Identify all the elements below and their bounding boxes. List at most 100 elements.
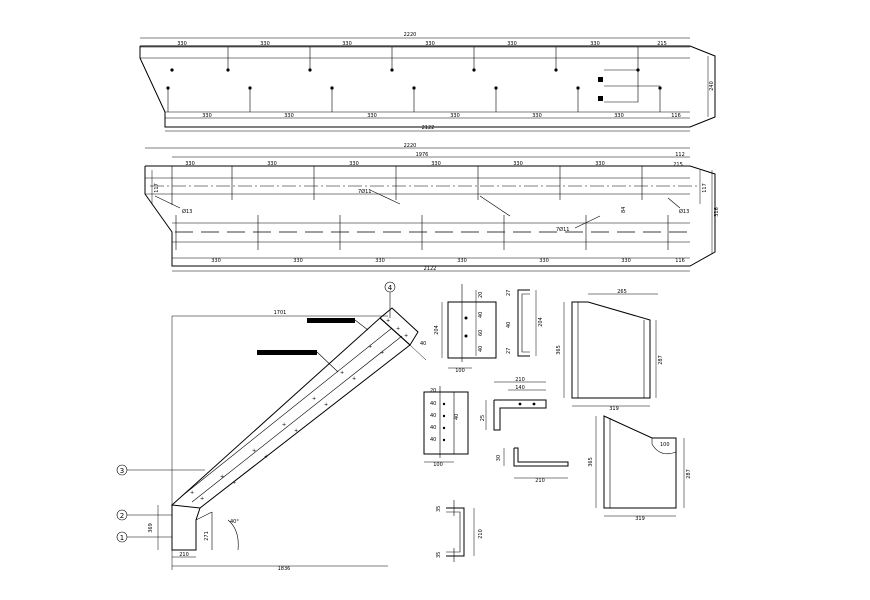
svg-text:330: 330 bbox=[185, 161, 195, 167]
svg-text:20: 20 bbox=[478, 292, 484, 298]
svg-text:3: 3 bbox=[120, 467, 124, 475]
svg-text:330: 330 bbox=[293, 258, 303, 264]
view-b-inner-dim-label: 84 bbox=[621, 207, 627, 213]
svg-text:+: + bbox=[352, 376, 356, 382]
view-a-overall-top: 2220 bbox=[404, 32, 417, 38]
detail-bracket-1: 204 100 20 40 60 40 bbox=[434, 284, 497, 374]
callout-4: 4 bbox=[384, 281, 396, 318]
plate-top: 265 bbox=[617, 289, 627, 295]
stair-top-plate bbox=[379, 307, 419, 346]
svg-text:330: 330 bbox=[202, 113, 212, 119]
svg-text:1: 1 bbox=[120, 534, 124, 542]
view-a-top-spacing: 330 bbox=[342, 41, 352, 47]
view-b-total-height: 316 bbox=[714, 207, 720, 217]
svg-text:116: 116 bbox=[671, 113, 681, 119]
svg-text:330: 330 bbox=[349, 161, 359, 167]
detail-angle-1: 210 140 25 bbox=[480, 377, 547, 431]
stair-stringer-body bbox=[170, 317, 411, 509]
callout-2: 2 bbox=[116, 509, 172, 521]
bracket-2-width: 100 bbox=[433, 462, 443, 468]
callout-1: 1 bbox=[116, 531, 172, 543]
bracket-1-width: 100 bbox=[455, 368, 465, 374]
bracket-1-height: 204 bbox=[434, 325, 440, 335]
svg-text:330: 330 bbox=[284, 113, 294, 119]
svg-text:+: + bbox=[368, 344, 372, 350]
view-a-lower-holes bbox=[166, 86, 662, 112]
angle-1-mid: 140 bbox=[515, 385, 525, 391]
view-b-lower-verticals bbox=[175, 215, 669, 250]
view-b-overall-top: 2220 bbox=[404, 143, 417, 149]
plate-left: 365 bbox=[556, 345, 562, 355]
view-b-overall-bottom: 2122 bbox=[424, 266, 437, 272]
detail-plate: 265 365 287 319 bbox=[556, 289, 664, 412]
svg-text:40: 40 bbox=[430, 401, 436, 407]
angle-2-height: 30 bbox=[496, 455, 502, 461]
detail-bracket-2: 20 40 40 40 40 40 100 bbox=[423, 386, 469, 468]
svg-text:27: 27 bbox=[506, 348, 512, 354]
angle-1-height: 25 bbox=[480, 415, 486, 421]
view-b-top-spacing-labels: 330 330 330 330 330 330 215 bbox=[185, 161, 683, 168]
view-a-top-spacing: 330 bbox=[260, 41, 270, 47]
svg-text:330: 330 bbox=[539, 258, 549, 264]
svg-text:4: 4 bbox=[388, 284, 393, 292]
svg-text:40: 40 bbox=[430, 425, 436, 431]
stair-horizontal-top: 1701 bbox=[274, 310, 287, 316]
plate-bottom: 319 bbox=[609, 406, 619, 412]
detail-angle-2: 30 210 bbox=[496, 447, 569, 484]
view-b-left-height: 117 bbox=[154, 183, 160, 193]
view-b-leaders: 7Ø11 7Ø11 Ø13 Ø13 84 bbox=[154, 188, 689, 233]
svg-text:+: + bbox=[282, 422, 286, 428]
view-b-bottom-spacing-labels: 330 330 330 330 330 330 116 bbox=[211, 258, 685, 264]
view-b-right-offset: 112 bbox=[675, 152, 685, 158]
stair-foot-line bbox=[195, 511, 213, 521]
svg-text:+: + bbox=[200, 496, 204, 502]
svg-text:+: + bbox=[190, 490, 194, 496]
detail-z-section: 35 35 210 bbox=[436, 500, 484, 562]
gusset-height: 365 bbox=[588, 457, 594, 467]
svg-text:+: + bbox=[294, 428, 298, 434]
svg-text:+: + bbox=[324, 402, 328, 408]
view-a-top-spacing: 330 bbox=[590, 41, 600, 47]
svg-text:330: 330 bbox=[532, 113, 542, 119]
view-a-bottom-spacing-labels: 330 330 330 330 330 330 116 bbox=[202, 113, 681, 119]
stair-foot-height: 271 bbox=[204, 531, 210, 541]
view-a-upper-holes bbox=[170, 47, 640, 72]
callout-3: 3 bbox=[116, 464, 205, 476]
svg-text:40: 40 bbox=[430, 437, 436, 443]
svg-text:60: 60 bbox=[478, 330, 484, 336]
gusset-bottom: 319 bbox=[635, 516, 645, 522]
svg-text:40: 40 bbox=[478, 312, 484, 318]
stair-angle-arc bbox=[227, 519, 239, 551]
tread-plate-lower bbox=[257, 350, 317, 355]
svg-text:330: 330 bbox=[513, 161, 523, 167]
svg-text:330: 330 bbox=[621, 258, 631, 264]
angle-2-width: 210 bbox=[535, 478, 545, 484]
svg-text:40: 40 bbox=[506, 322, 512, 328]
stair-angle: 40° bbox=[230, 519, 239, 525]
stair-bolt-marks: ++ ++ ++ ++ ++ ++ ++ bbox=[190, 344, 384, 502]
svg-text:330: 330 bbox=[367, 113, 377, 119]
view-b-inner-top: 1976 bbox=[416, 152, 429, 158]
svg-text:330: 330 bbox=[267, 161, 277, 167]
gusset-right: 287 bbox=[686, 469, 692, 479]
stair-stringer-inner-2 bbox=[191, 335, 403, 503]
svg-text:27: 27 bbox=[506, 290, 512, 296]
z-flange-top: 35 bbox=[436, 506, 442, 512]
stair-base-height: 369 bbox=[148, 523, 154, 533]
view-a-top-spacing-labels: 330 330 330 330 330 330 215 bbox=[177, 41, 667, 47]
svg-text:+: + bbox=[232, 480, 236, 486]
view-a-top-spacing: 215 bbox=[657, 41, 667, 47]
view-a-height: 240 bbox=[709, 81, 715, 91]
gusset-radius bbox=[651, 443, 677, 455]
svg-text:+: + bbox=[340, 370, 344, 376]
channel-1-height: 204 bbox=[538, 317, 544, 327]
svg-text:330: 330 bbox=[375, 258, 385, 264]
z-flange-bottom: 35 bbox=[436, 552, 442, 558]
angle-1-top: 210 bbox=[515, 377, 525, 383]
stair-base bbox=[171, 505, 201, 551]
tread-plate-upper bbox=[307, 318, 355, 323]
svg-text:330: 330 bbox=[450, 113, 460, 119]
svg-text:40: 40 bbox=[430, 413, 436, 419]
